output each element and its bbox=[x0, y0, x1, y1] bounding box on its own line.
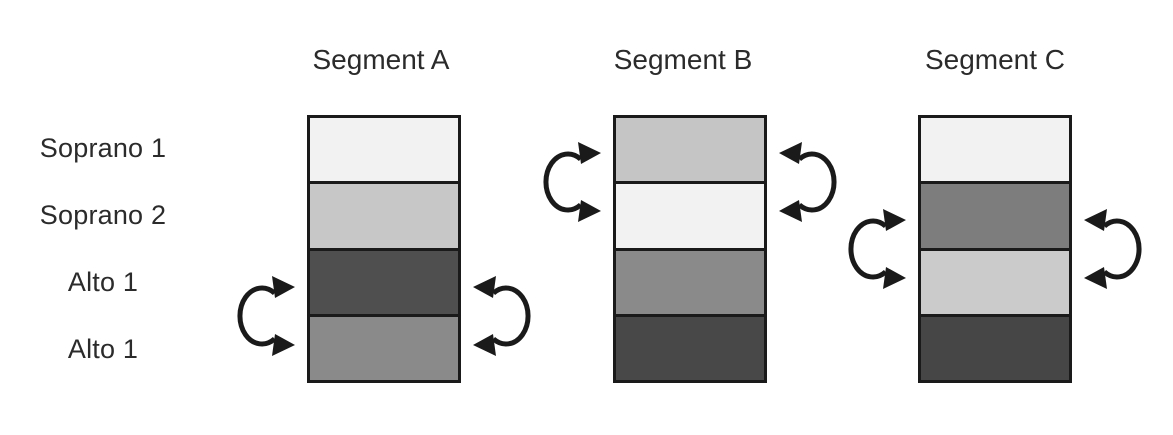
segment-a-row-1 bbox=[310, 118, 458, 185]
segment-b-row-3 bbox=[616, 250, 764, 317]
voice-label-soprano-1: Soprano 1 bbox=[39, 133, 167, 163]
voice-label-column: Soprano 1 Soprano 2 Alto 1 Alto 1 bbox=[18, 115, 188, 383]
swap-arrow-icon bbox=[1084, 205, 1150, 293]
segment-b-row-4 bbox=[616, 316, 764, 380]
segment-c-row-2 bbox=[921, 184, 1069, 251]
swap-arrow-icon bbox=[229, 272, 295, 360]
segment-a-stack bbox=[307, 115, 461, 383]
voice-label-alto-1b: Alto 1 bbox=[67, 334, 139, 364]
voice-label-alto-1a: Alto 1 bbox=[67, 267, 139, 297]
segment-c-title: Segment C bbox=[924, 44, 1066, 75]
segment-a-row-4 bbox=[310, 316, 458, 380]
swap-arrow-icon bbox=[473, 272, 539, 360]
swap-arrow-icon bbox=[779, 138, 845, 226]
segment-b-title: Segment B bbox=[613, 44, 753, 75]
segment-c-row-4 bbox=[921, 316, 1069, 380]
segment-b-row-2 bbox=[616, 184, 764, 251]
segment-c-stack bbox=[918, 115, 1072, 383]
segment-a-row-2 bbox=[310, 184, 458, 251]
segment-c-row-3 bbox=[921, 250, 1069, 317]
voice-label-soprano-2: Soprano 2 bbox=[39, 200, 167, 230]
segment-b-row-1 bbox=[616, 118, 764, 185]
segment-a-row-3 bbox=[310, 250, 458, 317]
swap-arrow-icon bbox=[535, 138, 601, 226]
segment-c-row-1 bbox=[921, 118, 1069, 185]
swap-arrow-icon bbox=[840, 205, 906, 293]
segment-a-title: Segment A bbox=[312, 44, 450, 75]
segment-b-stack bbox=[613, 115, 767, 383]
